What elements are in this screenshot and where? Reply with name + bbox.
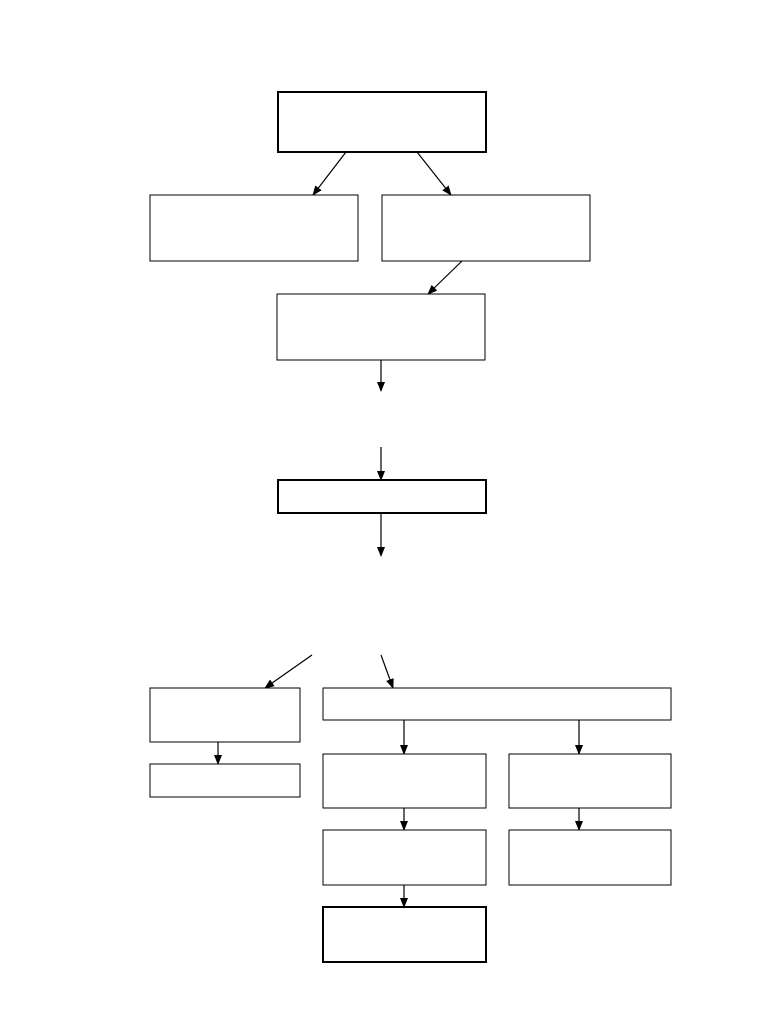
flow-box-4 (276, 293, 486, 361)
edges-layer (214, 151, 583, 908)
flow-box-5 (277, 479, 487, 514)
flow-box-border (277, 91, 487, 153)
flow-box-border (149, 194, 359, 262)
arrow-7 (264, 654, 313, 689)
flow-box-11 (322, 829, 487, 886)
flow-box-8 (322, 687, 672, 721)
arrow-3 (427, 260, 463, 295)
arrow-1 (312, 151, 347, 196)
flow-box-border (149, 763, 301, 798)
flow-box-6 (149, 687, 301, 743)
arrow-8 (380, 654, 394, 689)
arrow-2 (416, 151, 452, 196)
flow-box-border (322, 906, 487, 963)
flow-box-border (322, 829, 487, 886)
flow-box-9 (322, 753, 487, 809)
flow-box-border (322, 687, 672, 721)
flow-box-border (381, 194, 591, 262)
flow-box-border (276, 293, 486, 361)
flow-box-3 (381, 194, 591, 262)
flow-box-border (322, 753, 487, 809)
flow-box-border (149, 687, 301, 743)
flow-box-13 (322, 906, 487, 963)
flow-box-border (508, 829, 672, 886)
flow-box-7 (149, 763, 301, 798)
flow-box-10 (508, 753, 672, 809)
flow-box-12 (508, 829, 672, 886)
flow-box-2 (149, 194, 359, 262)
flow-box-border (508, 753, 672, 809)
flow-box-border (277, 479, 487, 514)
nodes-layer (149, 91, 672, 963)
flow-box-1 (277, 91, 487, 153)
